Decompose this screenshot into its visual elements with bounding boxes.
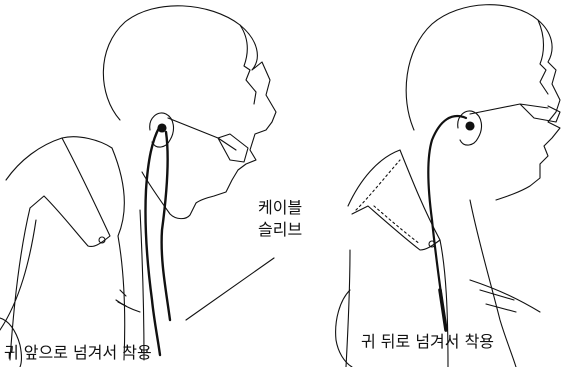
left-collar-inner [62, 137, 124, 236]
right-collar [348, 150, 440, 250]
right-cable-sleeve [440, 290, 446, 330]
left-hairline [240, 25, 256, 104]
right-glasses [470, 104, 560, 122]
left-body [0, 208, 144, 360]
right-earbud [466, 122, 474, 130]
right-shoulder-arc [336, 290, 352, 367]
left-head-outline [103, 6, 276, 219]
right-figure [336, 5, 560, 367]
callout-label-line1: 케이블 [258, 198, 302, 218]
left-collar [6, 138, 110, 247]
right-collar-stitch [356, 160, 420, 244]
right-pocket [480, 290, 516, 312]
caption-left: 귀 앞으로 넘겨서 착용 [4, 343, 152, 363]
left-cable-2 [162, 132, 170, 320]
caption-right: 귀 뒤로 넘겨서 착용 [361, 332, 494, 352]
right-hairline [538, 20, 548, 94]
callout-label-line2: 슬리브 [258, 220, 302, 240]
left-glasses [168, 118, 248, 162]
left-figure [0, 6, 276, 367]
left-cable [145, 126, 160, 355]
cable-callout-line [186, 258, 274, 320]
right-cable [428, 116, 466, 330]
